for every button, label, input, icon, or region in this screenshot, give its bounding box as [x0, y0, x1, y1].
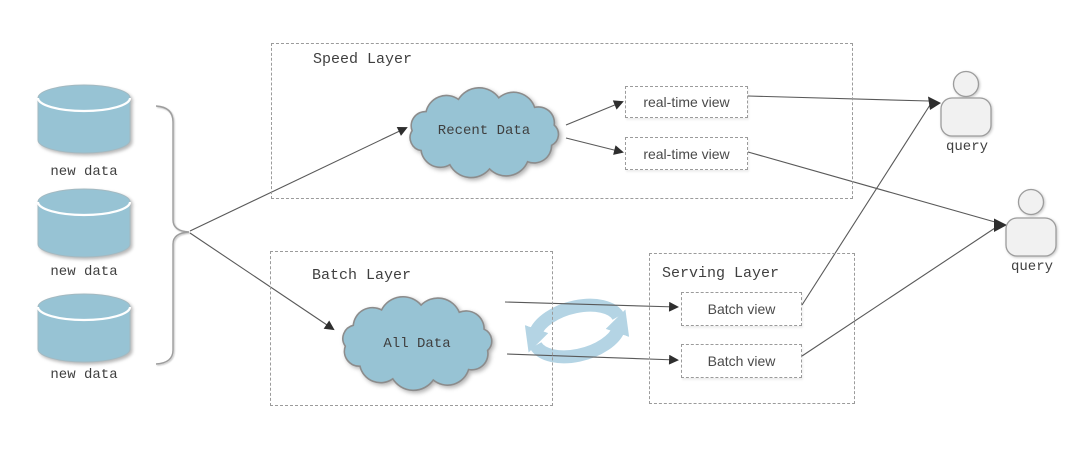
- batch-view-label-1: Batch view: [707, 301, 776, 317]
- connector-recent-to-rtview2: [565, 137, 624, 155]
- batch-view-box-1: Batch view: [681, 292, 802, 326]
- realtime-view-box-2: real-time view: [625, 137, 748, 170]
- arrowhead-query1: [928, 96, 941, 110]
- connector-sources-to-all: [189, 232, 335, 331]
- speed-layer-box: [271, 43, 853, 199]
- connector-all-to-batchview1: [504, 301, 679, 312]
- batch-view-label-2: Batch view: [707, 353, 776, 369]
- all-data-cloud-icon: [342, 295, 493, 392]
- batch-layer-box: [270, 251, 553, 406]
- batch-layer-label: Batch Layer: [312, 267, 412, 284]
- connector-recent-to-rtview1: [565, 100, 624, 126]
- source-label-2: new data: [50, 264, 118, 280]
- connector-rtview1-to-query1: [747, 95, 930, 102]
- sync-cycle-icon: [524, 298, 630, 364]
- connector-batchview2-to-query2: [801, 227, 996, 357]
- recent-data-cloud-icon: [409, 86, 560, 179]
- realtime-view-label-2: real-time view: [643, 145, 730, 162]
- connector-rtview2-to-query2: [747, 151, 996, 223]
- realtime-view-box-1: real-time view: [625, 86, 748, 118]
- connector-all-to-batchview2: [506, 353, 679, 365]
- arrowhead-query2: [994, 218, 1007, 232]
- serving-layer-box: [649, 253, 855, 404]
- database-icon-1: [36, 84, 132, 154]
- user-icon-1: [940, 70, 992, 137]
- speed-layer-label: Speed Layer: [313, 51, 413, 68]
- user-icon-2: [1005, 188, 1057, 257]
- realtime-view-label-1: real-time view: [643, 94, 730, 110]
- connector-batchview1-to-query1: [801, 104, 931, 306]
- database-icon-3: [36, 293, 132, 363]
- batch-view-box-2: Batch view: [681, 344, 802, 378]
- query-label-2: query: [1010, 259, 1054, 275]
- database-icon-2: [36, 188, 132, 258]
- query-label-1: query: [945, 139, 989, 155]
- source-label-3: new data: [50, 367, 118, 383]
- recent-data-label: Recent Data: [437, 123, 531, 139]
- all-data-label: All Data: [383, 336, 451, 352]
- grouping-brace-icon: [155, 105, 190, 365]
- source-label-1: new data: [50, 164, 118, 180]
- connector-sources-to-recent: [189, 126, 408, 232]
- serving-layer-label: Serving Layer: [662, 265, 780, 282]
